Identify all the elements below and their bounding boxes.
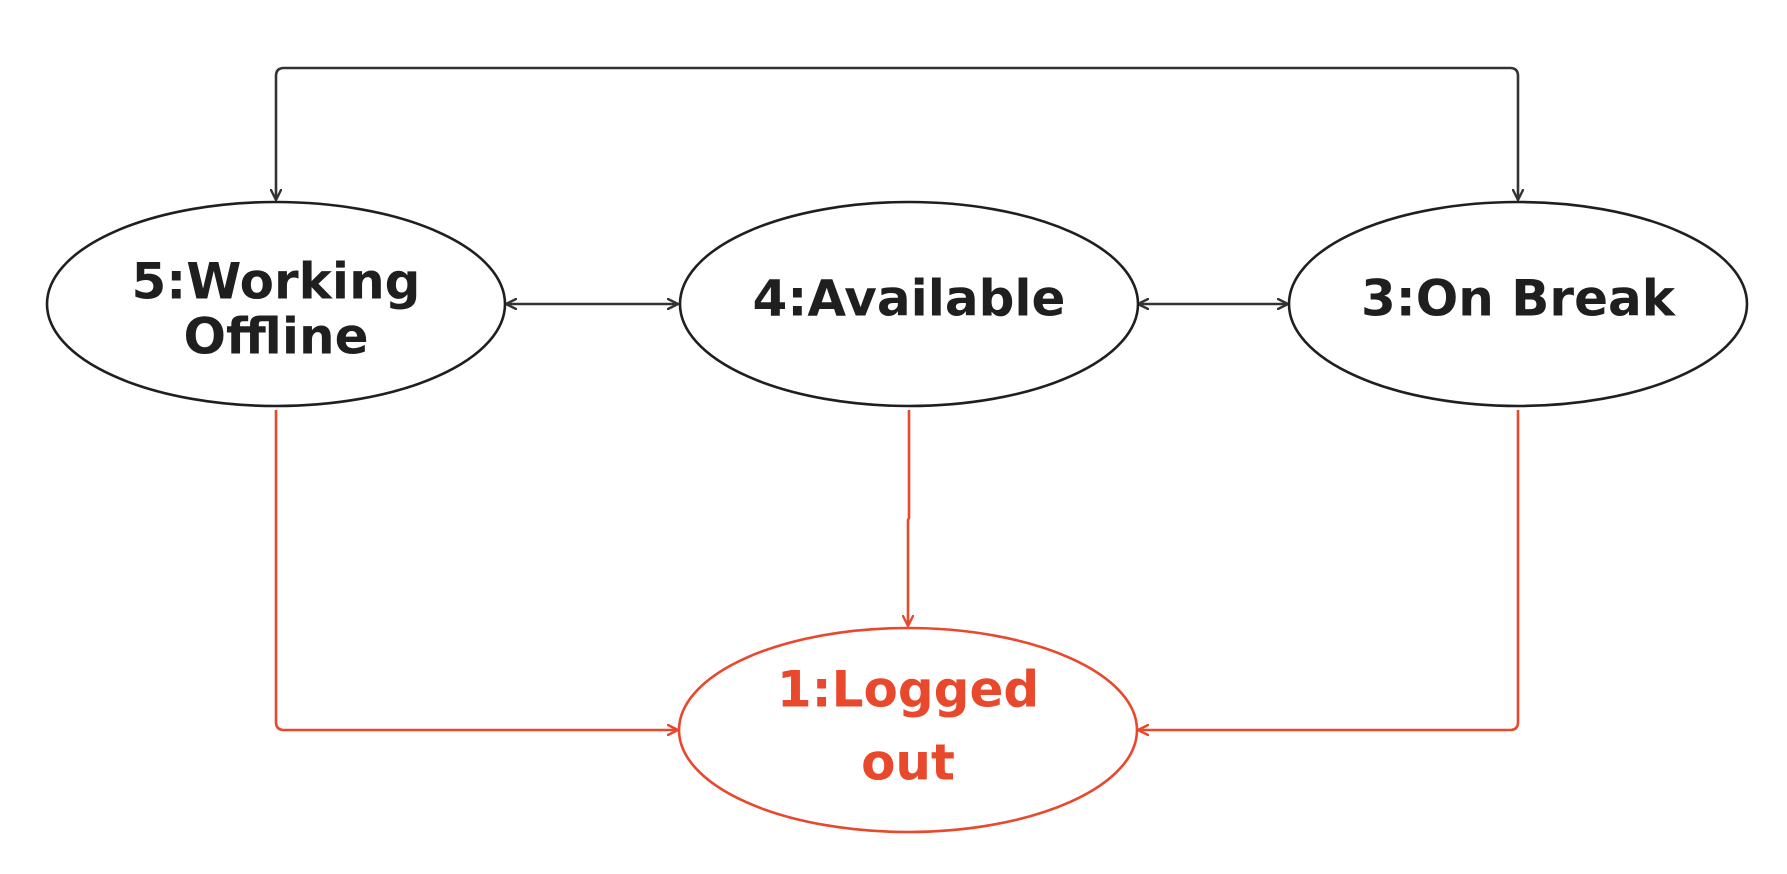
state-on-break-label: 3:On Break (1361, 270, 1677, 328)
state-available-label: 4:Available (753, 270, 1066, 328)
state-logged-out-label-line2: out (861, 734, 955, 792)
edge-available-logged-out (908, 410, 909, 626)
state-working-offline-label-line1: 5:Working (132, 253, 421, 311)
state-working-offline[interactable]: 5:Working Offline (45, 200, 507, 408)
state-logged-out-ellipse (677, 626, 1139, 834)
state-working-offline-ellipse (45, 200, 507, 408)
edge-working-offline-logged-out (274, 410, 678, 730)
state-available[interactable]: 4:Available (678, 200, 1140, 408)
state-working-offline-label-line2: Offline (184, 308, 369, 366)
state-on-break[interactable]: 3:On Break (1287, 200, 1749, 408)
state-logged-out[interactable]: 1:Logged out (677, 626, 1139, 834)
edge-on-break-logged-out (1138, 410, 1520, 730)
state-on-break-ellipse (1287, 200, 1749, 408)
edge-working-offline-on-break (276, 66, 1518, 200)
state-available-ellipse (678, 200, 1140, 408)
state-logged-out-label-line1: 1:Logged (777, 661, 1039, 719)
